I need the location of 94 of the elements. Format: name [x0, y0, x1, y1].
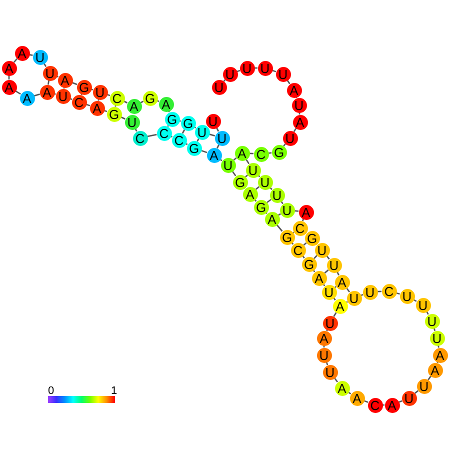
nucleotide: A [2, 80, 16, 94]
base-pair-line [324, 269, 329, 274]
nucleotide: U [258, 60, 272, 76]
nucleotide: U [430, 330, 444, 346]
nucleotide: U [322, 364, 338, 380]
base-pair-line [98, 99, 100, 101]
nucleotide: U [326, 258, 342, 272]
base-pair-line [314, 255, 318, 259]
nucleotide: U [276, 66, 290, 82]
nucleotide: A [312, 270, 326, 286]
nucleotide: A [126, 98, 142, 114]
nucleotide: A [242, 186, 258, 202]
nucleotide: G [106, 106, 122, 122]
nucleotide: C [172, 132, 186, 148]
nucleotide: U [314, 242, 330, 258]
nucleotide: C [72, 94, 86, 110]
nucleotide: A [334, 380, 350, 396]
nucleotide: C [110, 90, 124, 106]
nucleotide: A [334, 274, 350, 290]
nucleotide: U [316, 348, 332, 362]
nucleotide: A [350, 390, 364, 406]
nucleotide: U [346, 290, 362, 306]
nucleotide: U [246, 162, 260, 178]
nucleotide: A [2, 60, 16, 76]
nucleotide: U [56, 88, 70, 104]
nucleotide: U [282, 130, 298, 146]
base-pair-line [292, 232, 294, 234]
nucleotide: A [234, 146, 250, 160]
nucleotide: G [186, 140, 202, 156]
nucleotide: U [214, 130, 230, 146]
nucleotide: G [142, 90, 158, 106]
nucleotide: U [222, 66, 238, 82]
nucleotide: U [124, 114, 140, 130]
nucleotide: U [92, 84, 108, 100]
scale-label: 1 [111, 386, 118, 397]
nucleotide: A [292, 114, 308, 130]
scale-label: 0 [48, 386, 54, 397]
nucleotide: A [428, 362, 442, 378]
nucleotide: A [264, 212, 280, 226]
backbone-line [147, 134, 157, 138]
nucleotide: U [416, 378, 432, 394]
nucleotide: U [270, 188, 284, 202]
nucleotide: A [432, 348, 448, 362]
nucleotide: A [40, 84, 54, 100]
base-pair-line [63, 87, 65, 89]
nucleotide: C [368, 398, 382, 412]
base-pair-line [346, 301, 348, 303]
nucleotide: A [286, 82, 302, 98]
nucleotide: U [240, 60, 254, 76]
nucleotide: A [14, 46, 30, 60]
nucleotide: G [76, 80, 92, 94]
backbone-line [13, 58, 18, 63]
nucleotide: G [232, 174, 248, 190]
nucleotide: G [164, 112, 180, 126]
nucleotide: G [280, 230, 294, 244]
nucleotide: U [280, 202, 294, 218]
nucleotide: A [90, 100, 104, 116]
nucleotide: C [290, 242, 306, 258]
nucleotide: U [416, 298, 430, 312]
nucleotide: C [382, 284, 396, 298]
nucleotide: C [292, 220, 308, 236]
nucleotide: U [258, 174, 272, 190]
nucleotide: A [384, 398, 400, 412]
nucleotide: U [194, 124, 210, 140]
nucleotide: G [304, 230, 320, 246]
nucleotide: G [254, 200, 268, 214]
nucleotide: A [58, 72, 72, 88]
nucleotide: G [180, 116, 196, 130]
nucleotide: U [362, 284, 378, 300]
nucleotide: G [302, 256, 316, 272]
nucleotide: C [254, 146, 268, 162]
base-pair-line [167, 125, 169, 127]
nucleotide: A [158, 96, 174, 112]
nucleotide: U [32, 50, 48, 64]
nucleotide: A [332, 298, 348, 314]
nucleotide: U [292, 98, 306, 112]
base-pair-line [114, 105, 116, 107]
nucleotide: U [322, 284, 336, 300]
nucleotide: C [156, 126, 172, 140]
nucleotide: U [424, 314, 440, 328]
nucleotide: U [400, 288, 414, 304]
nucleotide: U [212, 80, 226, 94]
nucleotide: U [402, 390, 416, 406]
nucleotide: U [220, 158, 236, 172]
nucleotide: A [298, 204, 314, 220]
base-pair-line [334, 286, 336, 288]
nucleotide: A [20, 90, 34, 106]
nucleotide: U [42, 66, 58, 80]
nucleotide: C [132, 130, 148, 146]
nucleotide: G [272, 144, 286, 160]
nucleotide: U [322, 316, 338, 330]
nucleotide: U [206, 114, 220, 128]
nucleotide: A [316, 330, 332, 346]
nucleotide: A [206, 148, 222, 162]
